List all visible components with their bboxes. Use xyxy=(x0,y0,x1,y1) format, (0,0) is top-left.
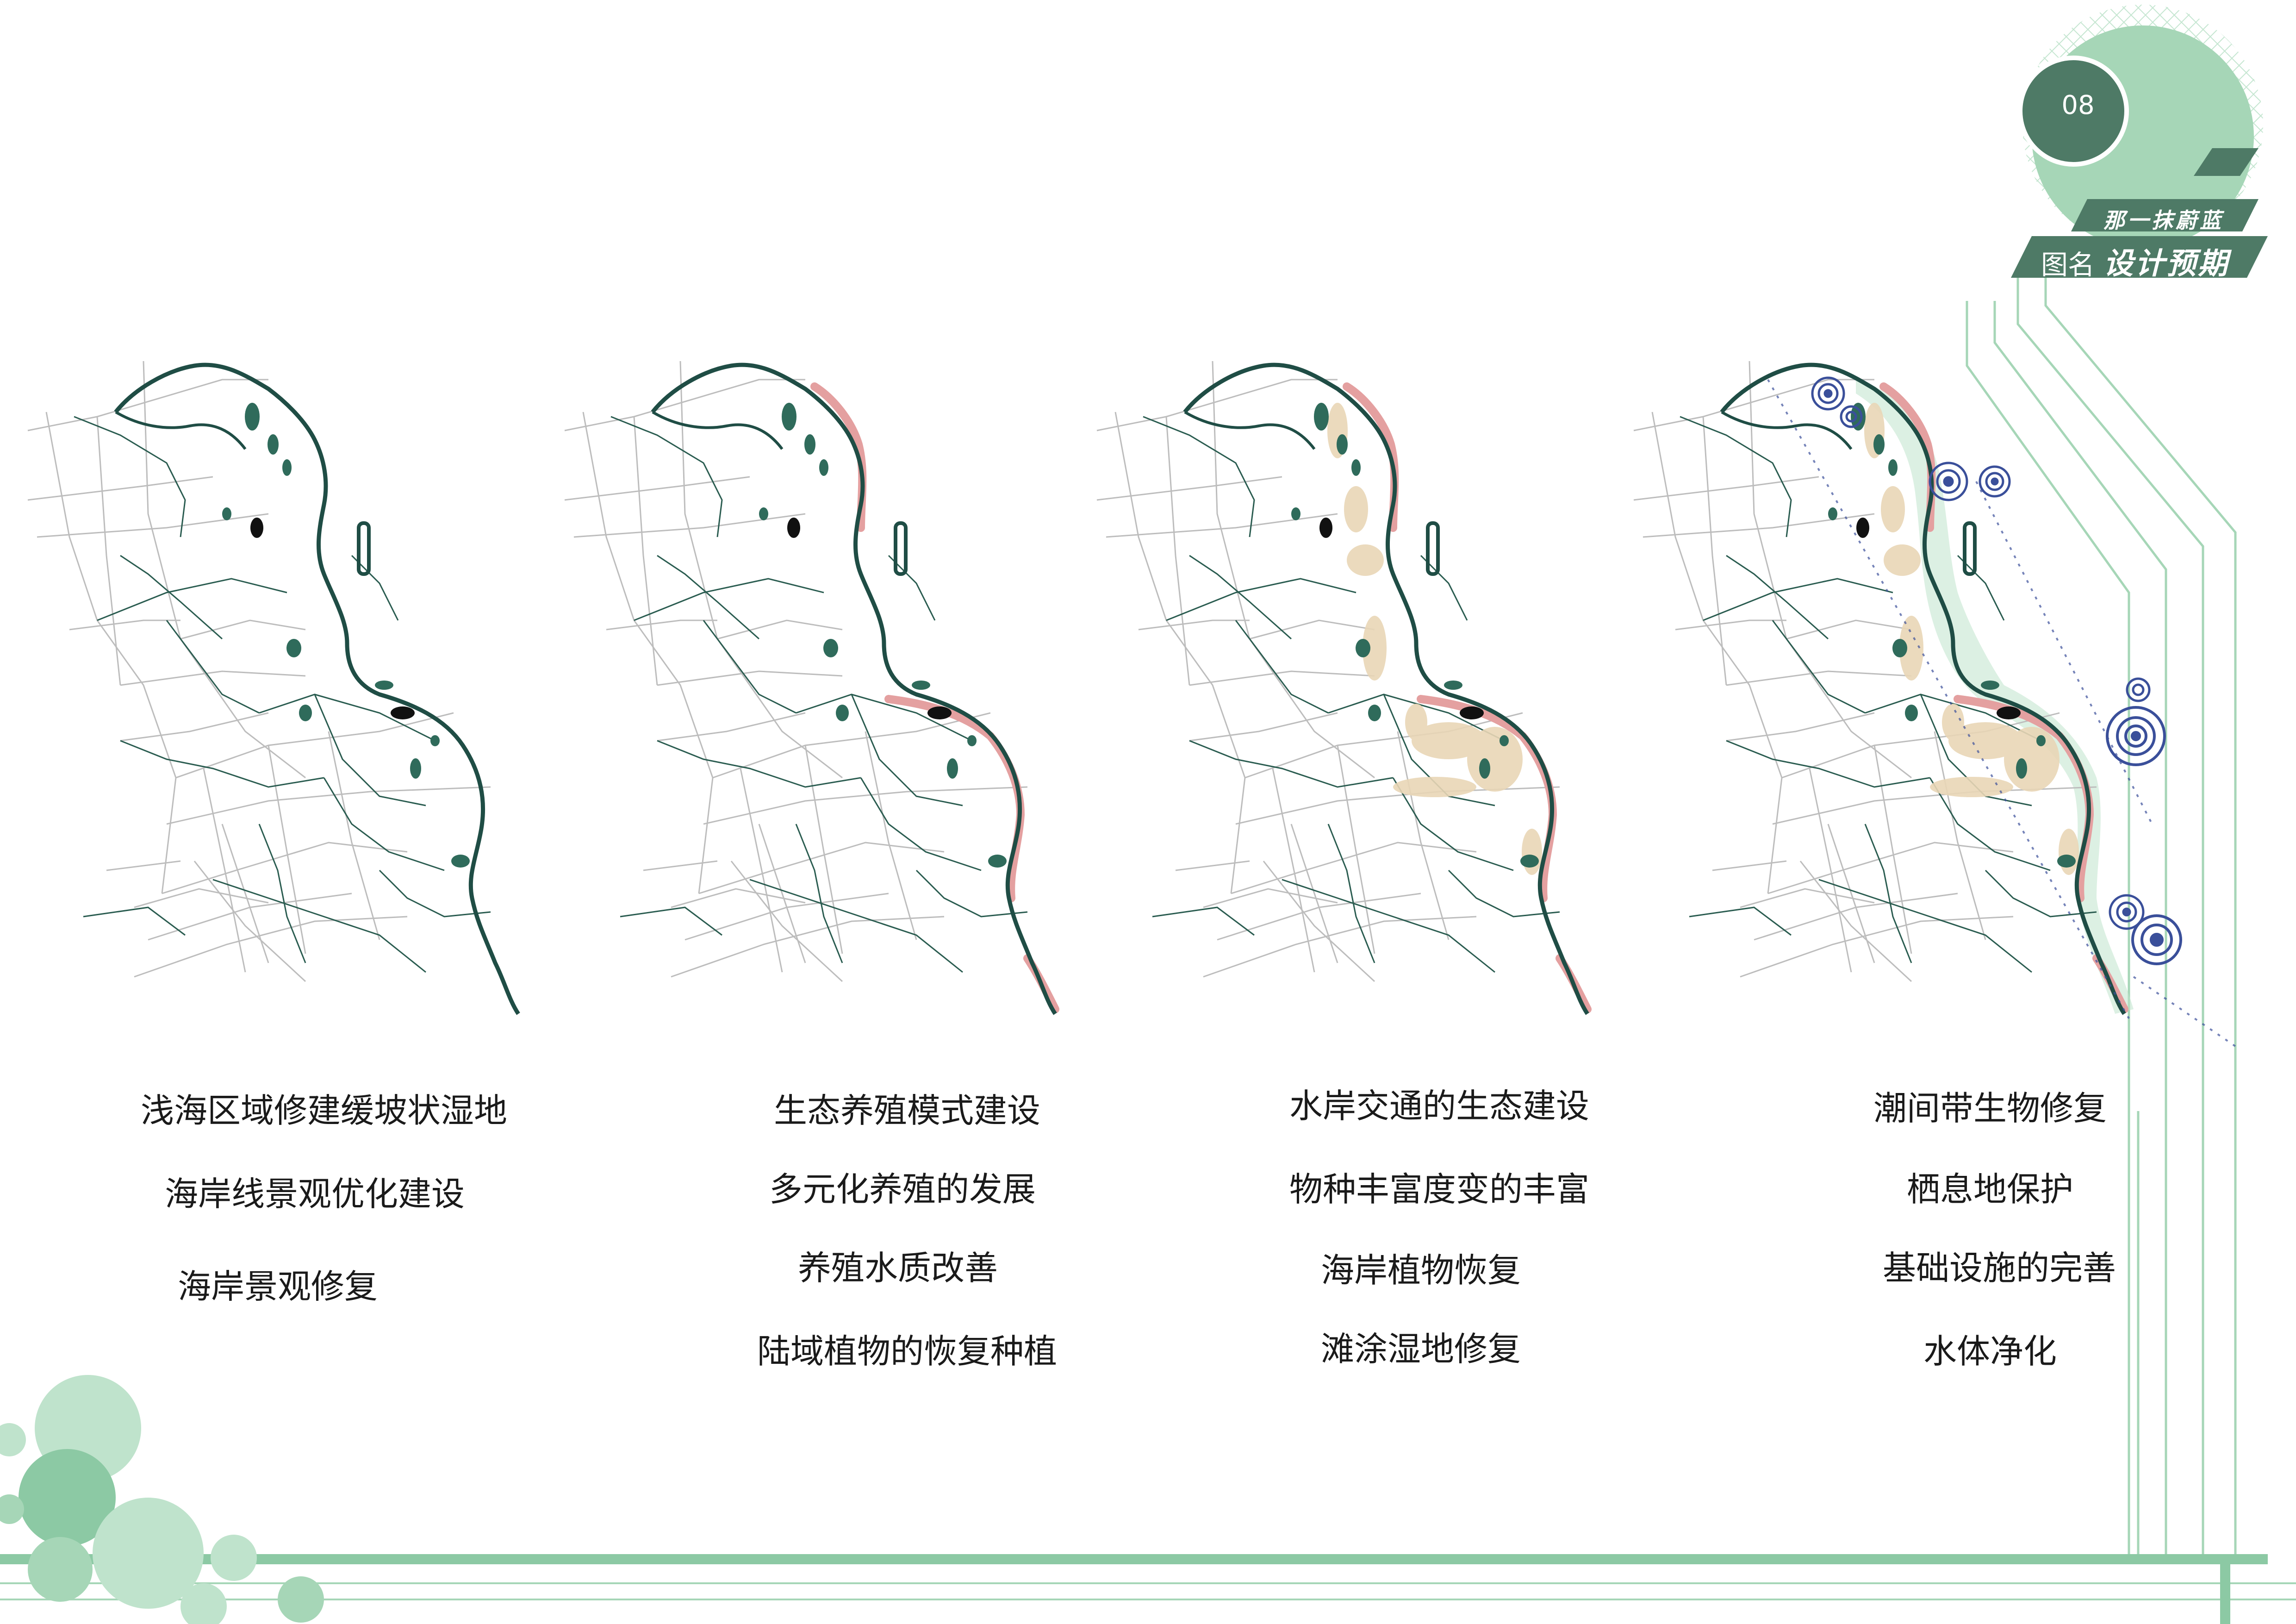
caption-item: 养殖水质改善 xyxy=(797,1249,998,1287)
bubbles-decor xyxy=(0,1375,324,1624)
map-4 xyxy=(1633,360,2189,1018)
caption-item: 潮间带生物修复 xyxy=(1873,1089,2107,1128)
caption-item: 海岸线景观优化建设 xyxy=(164,1174,465,1213)
caption-item: 陆域植物的恢复种植 xyxy=(757,1332,1057,1371)
title-bar xyxy=(2011,236,2268,278)
badge-circle-dark xyxy=(2018,56,2129,167)
header-label: 图名 xyxy=(2041,249,2095,281)
page-title: 设计预期 xyxy=(2103,246,2229,281)
coastline xyxy=(116,365,518,1014)
caption-item: 海岸景观修复 xyxy=(177,1267,378,1306)
restoration-zone xyxy=(815,387,1055,1009)
caption-column-4: 潮间带生物修复 栖息地保护 基础设施的完善 水体净化 xyxy=(1759,1065,2221,1412)
map-2 xyxy=(564,360,1120,1018)
caption-item: 水岸交通的生态建设 xyxy=(1289,1087,1589,1125)
restoration-zone xyxy=(1347,387,1587,1009)
caption-column-1: 浅海区域修建缓坡状湿地 海岸线景观优化建设 海岸景观修复 xyxy=(93,1065,555,1412)
right-decor-lines xyxy=(1966,278,2237,1560)
map-panel-1 xyxy=(27,360,583,1018)
caption-item: 水体净化 xyxy=(1923,1332,2057,1371)
coastline xyxy=(653,365,1055,1014)
map-panel-4 xyxy=(1633,360,2189,1018)
caption-item: 生态养殖模式建设 xyxy=(773,1091,1040,1130)
caption-item: 滩涂湿地修复 xyxy=(1320,1330,1521,1368)
caption-item: 栖息地保护 xyxy=(1906,1170,2073,1209)
map-3 xyxy=(1096,360,1652,1018)
road-network xyxy=(564,360,1028,982)
caption-item: 海岸植物恢复 xyxy=(1320,1251,1521,1290)
river-network xyxy=(73,416,492,973)
caption-column-3: 水岸交通的生态建设 物种丰富度变的丰富 海岸植物恢复 滩涂湿地修复 xyxy=(1208,1065,1671,1412)
map-1 xyxy=(27,360,583,1018)
map-panel-3 xyxy=(1096,360,1652,1018)
river-network xyxy=(610,416,1028,973)
map-panel-2 xyxy=(564,360,1120,1018)
subtitle-bar xyxy=(2071,199,2259,231)
road-network xyxy=(1633,360,2097,982)
bottom-lines xyxy=(0,1554,2296,1624)
badge-bar-right xyxy=(2194,148,2259,176)
caption-item: 基础设施的完善 xyxy=(1882,1249,2116,1287)
road-network xyxy=(27,360,492,982)
header-subtitle: 那一抹蔚蓝 xyxy=(2103,208,2224,233)
caption-item: 物种丰富度变的丰富 xyxy=(1289,1170,1589,1209)
coastline xyxy=(1185,365,1587,1014)
road-network xyxy=(1096,360,1561,982)
beach-zones xyxy=(1327,403,1542,875)
caption-item: 浅海区域修建缓坡状湿地 xyxy=(140,1091,507,1130)
caption-item: 多元化养殖的发展 xyxy=(769,1170,1036,1209)
page-number: 08 xyxy=(2061,90,2095,120)
caption-column-2: 生态养殖模式建设 多元化养殖的发展 养殖水质改善 陆域植物的恢复种植 xyxy=(676,1065,1139,1412)
